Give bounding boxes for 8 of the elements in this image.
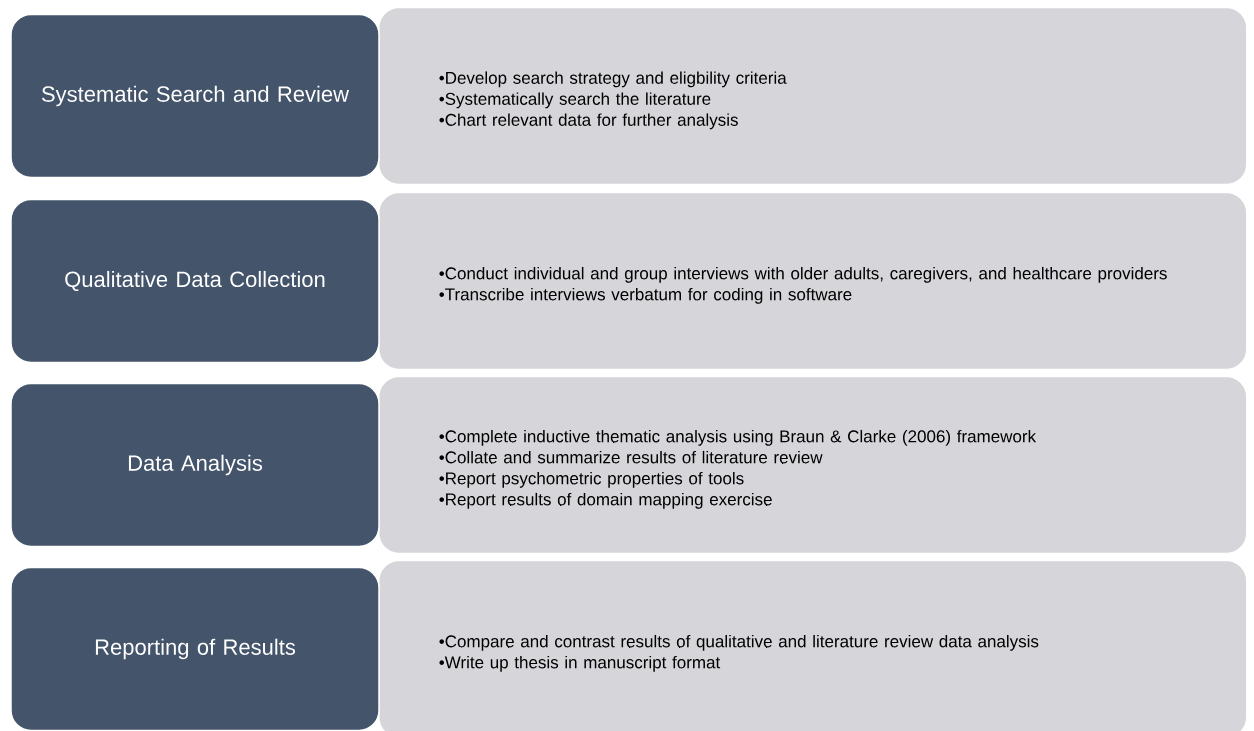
stage-box: Qualitative Data Collection	[10, 198, 380, 364]
stage-box: Reporting of Results	[10, 566, 380, 731]
task-list-box: •Compare and contrast results of qualitative and literature review data analysis •Write up thesis in manuscript format	[378, 559, 1248, 731]
task-list-box: •Complete inductive thematic analysis using Braun & Clarke (2006) framework •Collate and summarize results of literature review •Report psychometric properties of tools •Report results of domain mapping exercise	[378, 375, 1248, 555]
stage-box: Systematic Search and Review	[10, 13, 380, 179]
stage-box: Data Analysis	[10, 382, 380, 548]
task-list-box: •Conduct individual and group interviews with older adults, caregivers, and healthcare providers •Transcribe interviews verbatum for coding in software	[378, 191, 1248, 371]
task-list-box: •Develop search strategy and eligbility criteria •Systematically search the literature •Chart relevant data for further analysis	[378, 6, 1248, 186]
